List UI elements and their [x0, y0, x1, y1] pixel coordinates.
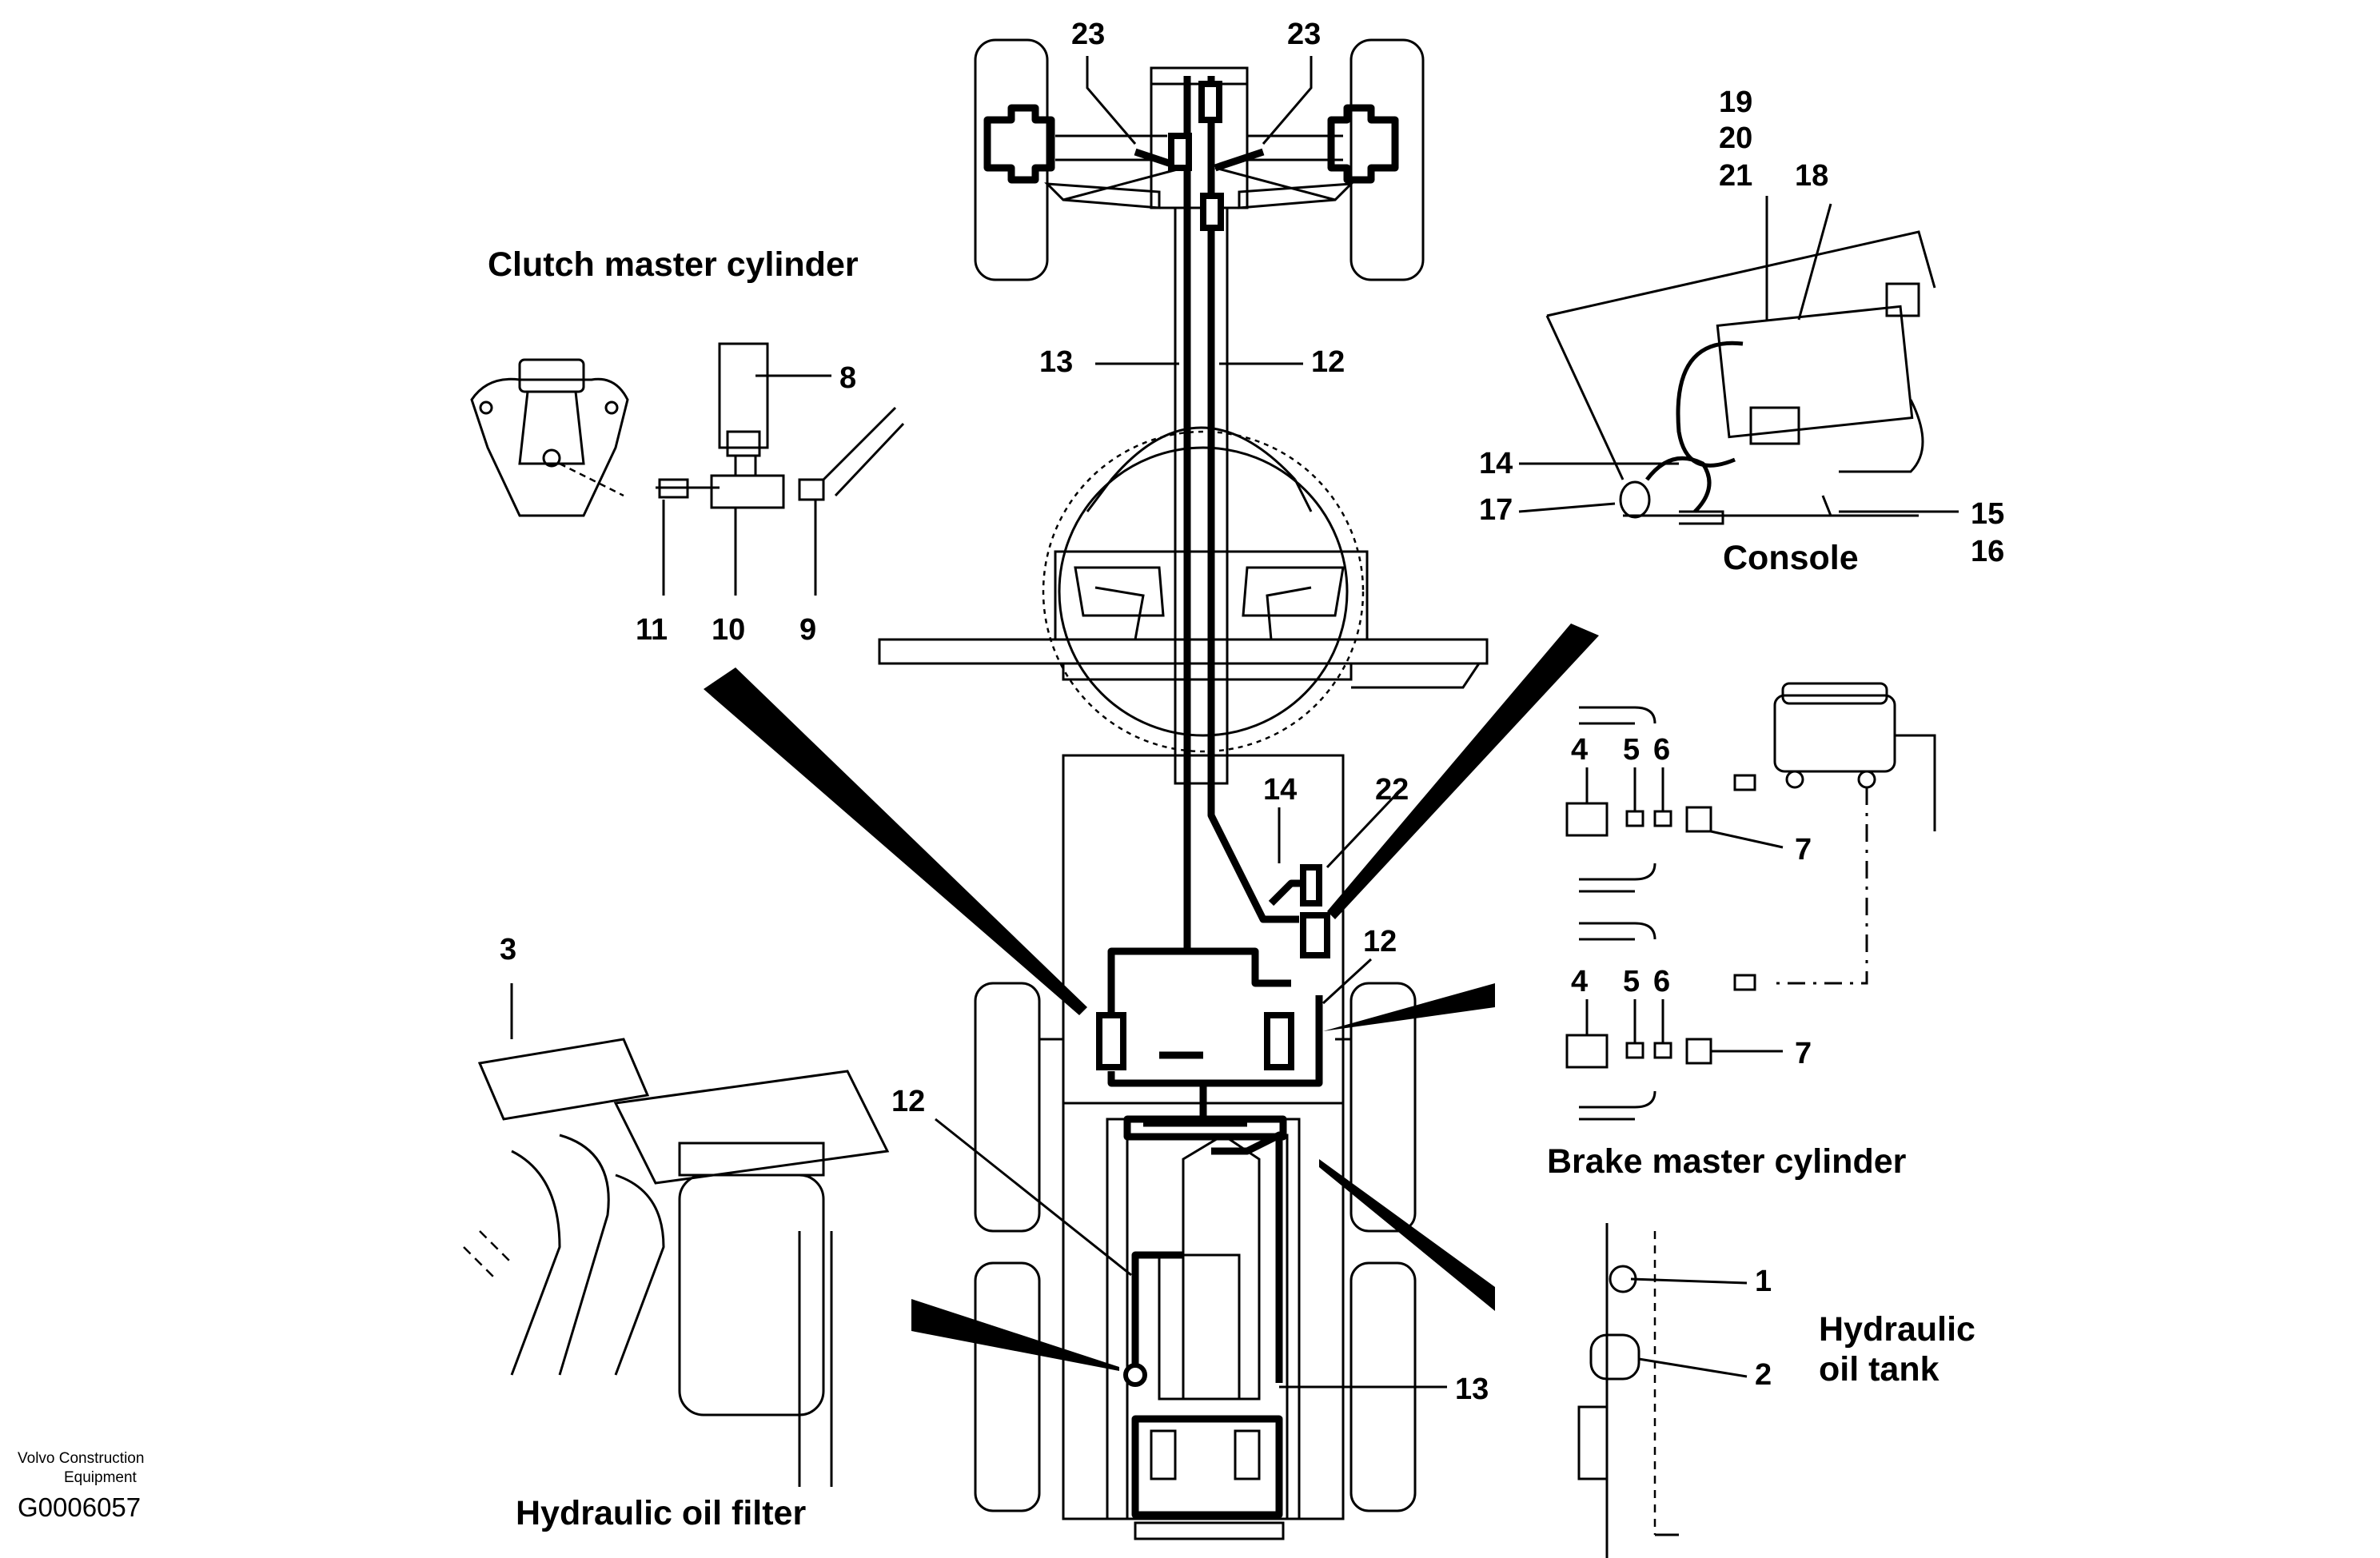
title-hydraulic-oil-tank-line2: oil tank — [1819, 1350, 1939, 1389]
section-titles: Clutch master cylinder Console Brake mas… — [488, 245, 1975, 1532]
callout-4-upper: 4 — [1571, 733, 1588, 767]
callout-4-lower: 4 — [1571, 965, 1588, 998]
figure-code: G0006057 — [18, 1492, 141, 1522]
callout-numbers: 23 23 13 12 8 11 10 9 19 20 21 18 14 17 … — [500, 18, 2004, 1406]
brake-master-cylinder-assembly — [1565, 682, 1936, 1121]
footer: Volvo Construction Equipment G0006057 — [18, 1450, 144, 1522]
callout-22: 22 — [1375, 773, 1409, 807]
callout-14-cab: 14 — [1263, 773, 1297, 807]
hydraulic-lines — [1096, 76, 1330, 1387]
clutch-master-cylinder-assembly — [470, 342, 905, 517]
callout-7-upper: 7 — [1795, 833, 1812, 867]
callout-14-console: 14 — [1479, 447, 1513, 480]
hydraulic-oil-tank-assembly — [1577, 1223, 1679, 1558]
title-brake-master-cylinder: Brake master cylinder — [1547, 1142, 1907, 1181]
hydraulic-oil-filter-assembly — [463, 1038, 890, 1487]
callout-15: 15 — [1971, 497, 2004, 531]
callout-6-upper: 6 — [1653, 733, 1670, 767]
callout-8: 8 — [839, 361, 856, 395]
callout-13-rear: 13 — [1455, 1373, 1489, 1406]
callout-9: 9 — [799, 613, 816, 647]
callout-2: 2 — [1755, 1358, 1772, 1392]
callout-13-top: 13 — [1039, 345, 1073, 379]
callout-6-lower: 6 — [1653, 965, 1670, 998]
title-console: Console — [1723, 539, 1859, 577]
callout-19: 19 — [1719, 86, 1752, 119]
callout-21: 21 — [1719, 159, 1752, 193]
leader-lines — [510, 56, 1959, 1389]
callout-5-upper: 5 — [1623, 733, 1640, 767]
callout-1: 1 — [1755, 1265, 1772, 1298]
callout-10: 10 — [712, 613, 745, 647]
callout-20: 20 — [1719, 122, 1752, 155]
title-clutch-master-cylinder: Clutch master cylinder — [488, 245, 859, 284]
callout-7-lower: 7 — [1795, 1037, 1812, 1070]
callout-3: 3 — [500, 933, 516, 966]
callout-11: 11 — [636, 613, 668, 647]
title-hydraulic-oil-tank-line1: Hydraulic — [1819, 1310, 1975, 1349]
callout-12-top: 12 — [1311, 345, 1345, 379]
console-assembly — [1545, 230, 1936, 525]
callout-12-cab: 12 — [1363, 925, 1397, 958]
callout-23-left: 23 — [1071, 18, 1105, 51]
brand-line2: Equipment — [64, 1469, 138, 1486]
callout-23-right: 23 — [1287, 18, 1321, 51]
callout-16: 16 — [1971, 535, 2004, 568]
callout-5-lower: 5 — [1623, 965, 1640, 998]
callout-17: 17 — [1479, 493, 1513, 527]
brand-line1: Volvo Construction — [18, 1450, 144, 1467]
callout-18: 18 — [1795, 159, 1828, 193]
callout-12-rear: 12 — [891, 1085, 925, 1118]
title-hydraulic-oil-filter: Hydraulic oil filter — [516, 1494, 806, 1532]
pointer-wedges — [704, 624, 1599, 1371]
